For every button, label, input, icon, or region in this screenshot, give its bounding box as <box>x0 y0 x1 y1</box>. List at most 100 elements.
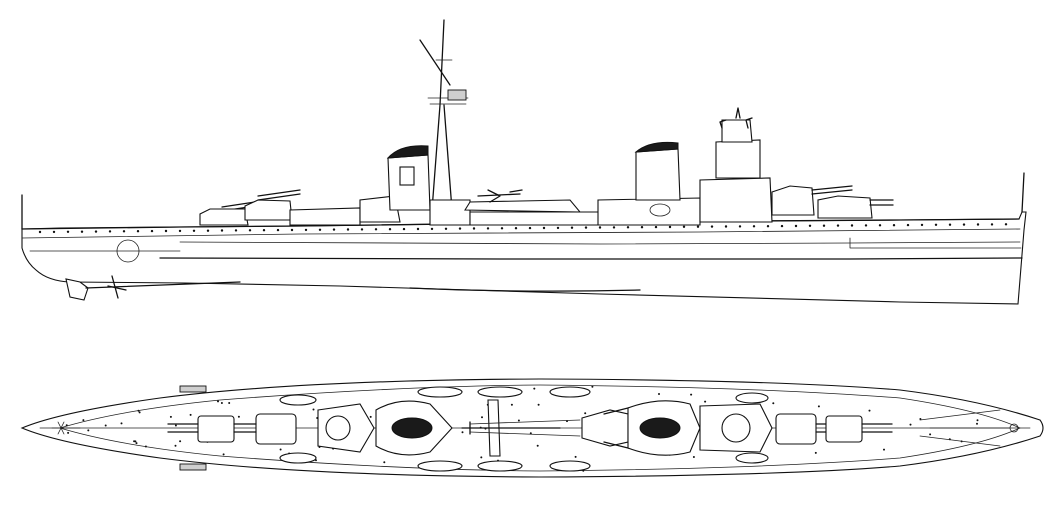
porthole <box>80 230 84 233</box>
porthole <box>1004 223 1008 226</box>
sheer-line <box>21 228 1021 239</box>
plan-stern-hatch <box>179 385 207 393</box>
porthole <box>850 224 854 227</box>
porthole <box>990 223 994 226</box>
jack-staff <box>1021 172 1025 213</box>
plan-boat <box>735 392 769 404</box>
plan-catapult <box>469 419 581 437</box>
aft-deckhouse <box>289 207 361 226</box>
porthole <box>710 225 714 228</box>
porthole <box>444 227 448 230</box>
deck-fitting <box>591 385 594 388</box>
deck-fitting <box>179 440 182 443</box>
porthole <box>416 227 420 231</box>
deck-fitting <box>228 402 231 404</box>
aft-turret-y <box>244 199 293 221</box>
plan-aft-turret-x-barrels <box>167 423 199 433</box>
plan-stern-hatch <box>179 463 207 471</box>
plan-aft-director <box>325 415 351 441</box>
plan-aft-turret-y-barrels <box>233 423 257 433</box>
deck-fitting <box>537 403 540 406</box>
porthole <box>192 229 196 232</box>
porthole <box>38 230 42 234</box>
porthole <box>906 223 910 227</box>
plan-boat <box>549 386 591 398</box>
aft-turret-x <box>199 208 249 226</box>
seaplane <box>477 189 523 203</box>
deck-fitting <box>135 442 138 445</box>
forward-turret-b-barrels <box>811 185 853 195</box>
porthole <box>178 229 182 233</box>
belt-line-upper <box>179 241 1021 245</box>
porthole <box>976 223 980 226</box>
mid-deckhouse <box>429 199 471 226</box>
midship-crest <box>649 203 671 217</box>
porthole <box>360 228 364 231</box>
deck-fitting <box>87 429 90 432</box>
plan-anchor-chains <box>919 409 1011 447</box>
plan-forward-turret-a <box>825 415 863 443</box>
deck-fitting <box>82 419 85 422</box>
tower-spires <box>719 107 753 129</box>
waist-deckhouse <box>597 197 701 226</box>
deck-fitting <box>222 453 225 456</box>
deck-fitting <box>909 423 912 426</box>
aft-funnel-cap <box>386 145 429 159</box>
boat-deck <box>469 211 601 226</box>
forward-turret-a-barrels <box>869 199 894 206</box>
porthole <box>654 225 658 229</box>
porthole <box>472 227 476 230</box>
porthole <box>598 226 602 229</box>
porthole <box>52 230 56 234</box>
tower-top <box>721 119 753 143</box>
plan-aft-funnel <box>391 417 433 439</box>
deck-fitting <box>461 431 464 434</box>
plan-boat <box>279 394 317 406</box>
bilge-keel <box>409 287 641 292</box>
plan-fire-control-top <box>721 413 751 443</box>
mast-flag-panel <box>447 89 467 101</box>
deck-fitting <box>312 408 315 411</box>
plan-bow-capstan <box>1009 423 1019 433</box>
porthole <box>556 226 560 230</box>
porthole <box>612 226 616 229</box>
plan-boat <box>279 452 317 464</box>
deck-fitting <box>65 424 68 427</box>
aft-funnel-clock-panel <box>399 166 415 186</box>
porthole <box>276 228 280 232</box>
porthole <box>780 224 784 228</box>
aft-turret-y-barrels <box>257 189 301 201</box>
deck-fitting <box>174 444 177 447</box>
deck-fitting <box>704 400 707 403</box>
deck-fitting <box>536 444 539 447</box>
plan-forward-turret-a-barrels <box>861 423 893 433</box>
porthole <box>248 229 252 232</box>
plan-boat <box>417 386 463 398</box>
plan-view <box>20 378 1044 478</box>
deck-fitting <box>976 422 978 425</box>
plan-aft-turret-x <box>197 415 235 443</box>
porthole <box>836 224 840 227</box>
porthole <box>808 224 812 227</box>
fire-control-tower <box>715 139 761 179</box>
porthole <box>486 227 490 230</box>
porthole <box>304 228 308 232</box>
deck-fitting <box>517 419 520 422</box>
porthole <box>724 225 728 228</box>
porthole <box>892 224 896 227</box>
porthole <box>514 227 518 230</box>
porthole <box>822 224 826 227</box>
porthole <box>430 227 434 231</box>
plan-boat <box>549 460 591 472</box>
deck-fitting <box>138 411 141 414</box>
deck-fitting <box>104 424 107 427</box>
porthole <box>94 230 98 233</box>
porthole <box>402 227 406 231</box>
deck-plan-inner-edge <box>59 384 1021 472</box>
plan-boat <box>735 452 769 464</box>
deck-fitting <box>584 412 587 415</box>
deck-fitting <box>120 422 123 425</box>
deck-fitting <box>137 409 140 412</box>
